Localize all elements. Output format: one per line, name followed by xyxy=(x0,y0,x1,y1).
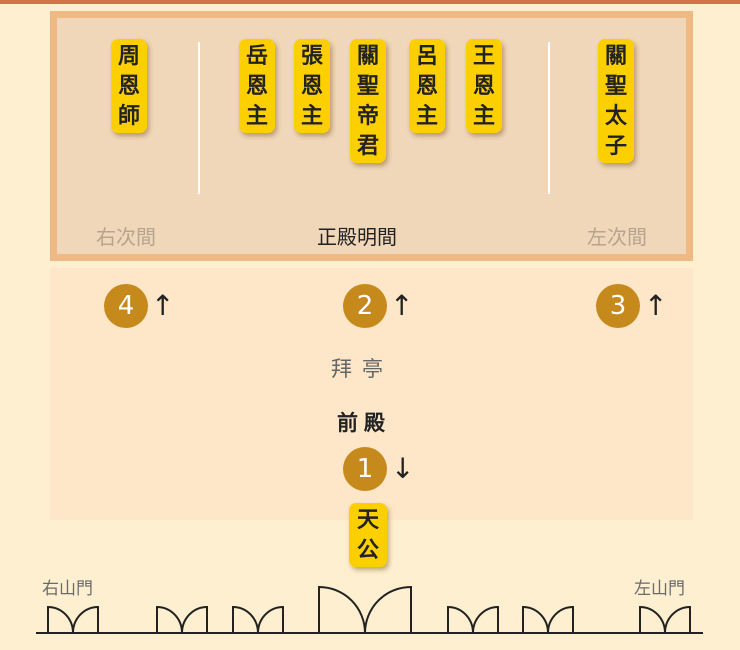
front-hall-label: 前殿 xyxy=(337,411,391,435)
marker-4: 4 xyxy=(104,284,148,328)
plaque-char: 恩 xyxy=(415,73,438,99)
plaque-yue-en-zhu: 岳 恩 主 xyxy=(239,39,275,133)
worship-pavilion-label: 拜亭 xyxy=(331,357,393,381)
central-bay-label: 正殿明間 xyxy=(317,225,397,249)
right-side-room-label: 右次間 xyxy=(96,225,156,249)
gate-door-icon xyxy=(156,605,208,633)
plaque-char: 天 xyxy=(356,507,379,533)
gate-door-icon xyxy=(522,605,574,633)
plaque-char: 公 xyxy=(356,537,379,563)
right-mountain-gate-label: 右山門 xyxy=(42,579,93,599)
plaque-char: 恩 xyxy=(245,73,268,99)
gate-door-icon xyxy=(232,605,284,633)
plaque-tian-gong: 天 公 xyxy=(349,503,387,567)
arrow-up-icon: ↑ xyxy=(390,289,414,322)
plaque-char: 師 xyxy=(117,103,140,129)
plaque-wang-en-zhu: 王 恩 主 xyxy=(466,39,502,133)
left-mountain-gate-label: 左山門 xyxy=(634,579,685,599)
plaque-char: 主 xyxy=(245,103,268,129)
plaque-char: 王 xyxy=(472,43,495,69)
plaque-guan-sheng-di-jun: 關 聖 帝 君 xyxy=(350,39,386,163)
marker-2: 2 xyxy=(343,284,387,328)
gate-door-icon xyxy=(47,605,99,633)
plaque-char: 岳 xyxy=(245,43,268,69)
arrow-up-icon: ↑ xyxy=(644,289,668,322)
plaque-char: 主 xyxy=(415,103,438,129)
plaque-char: 帝 xyxy=(356,103,379,129)
plaque-char: 關 xyxy=(356,43,379,69)
left-side-room-label: 左次間 xyxy=(587,225,647,249)
room-divider-right xyxy=(548,42,550,194)
plaque-lu-en-zhu: 呂 恩 主 xyxy=(409,39,445,133)
arrow-down-icon: ↓ xyxy=(391,452,415,485)
marker-1: 1 xyxy=(343,447,387,491)
plaque-char: 主 xyxy=(300,103,323,129)
room-divider-left xyxy=(198,42,200,194)
plaque-guan-sheng-tai-zi: 關 聖 太 子 xyxy=(598,39,634,163)
gate-door-icon xyxy=(447,605,499,633)
plaque-char: 關 xyxy=(604,43,627,69)
main-gate-icon xyxy=(318,585,412,633)
plaque-char: 主 xyxy=(472,103,495,129)
plaque-char: 聖 xyxy=(356,73,379,99)
plaque-char: 太 xyxy=(604,103,627,129)
plaque-char: 子 xyxy=(604,133,627,159)
arrow-up-icon: ↑ xyxy=(151,289,175,322)
plaque-char: 恩 xyxy=(300,73,323,99)
plaque-char: 恩 xyxy=(117,73,140,99)
plaque-char: 恩 xyxy=(472,73,495,99)
plaque-zhou-en-shi: 周 恩 師 xyxy=(111,39,147,133)
gate-door-icon xyxy=(639,605,691,633)
plaque-char: 聖 xyxy=(604,73,627,99)
top-border xyxy=(0,0,740,4)
marker-3: 3 xyxy=(596,284,640,328)
main-hall: 周 恩 師 岳 恩 主 張 恩 主 關 聖 帝 君 呂 恩 主 王 恩 主 關 … xyxy=(50,11,693,261)
plaque-char: 君 xyxy=(356,133,379,159)
plaque-char: 呂 xyxy=(415,43,438,69)
ground-line xyxy=(36,632,703,634)
plaque-zhang-en-zhu: 張 恩 主 xyxy=(294,39,330,133)
plaque-char: 張 xyxy=(300,43,323,69)
plaque-char: 周 xyxy=(117,43,140,69)
